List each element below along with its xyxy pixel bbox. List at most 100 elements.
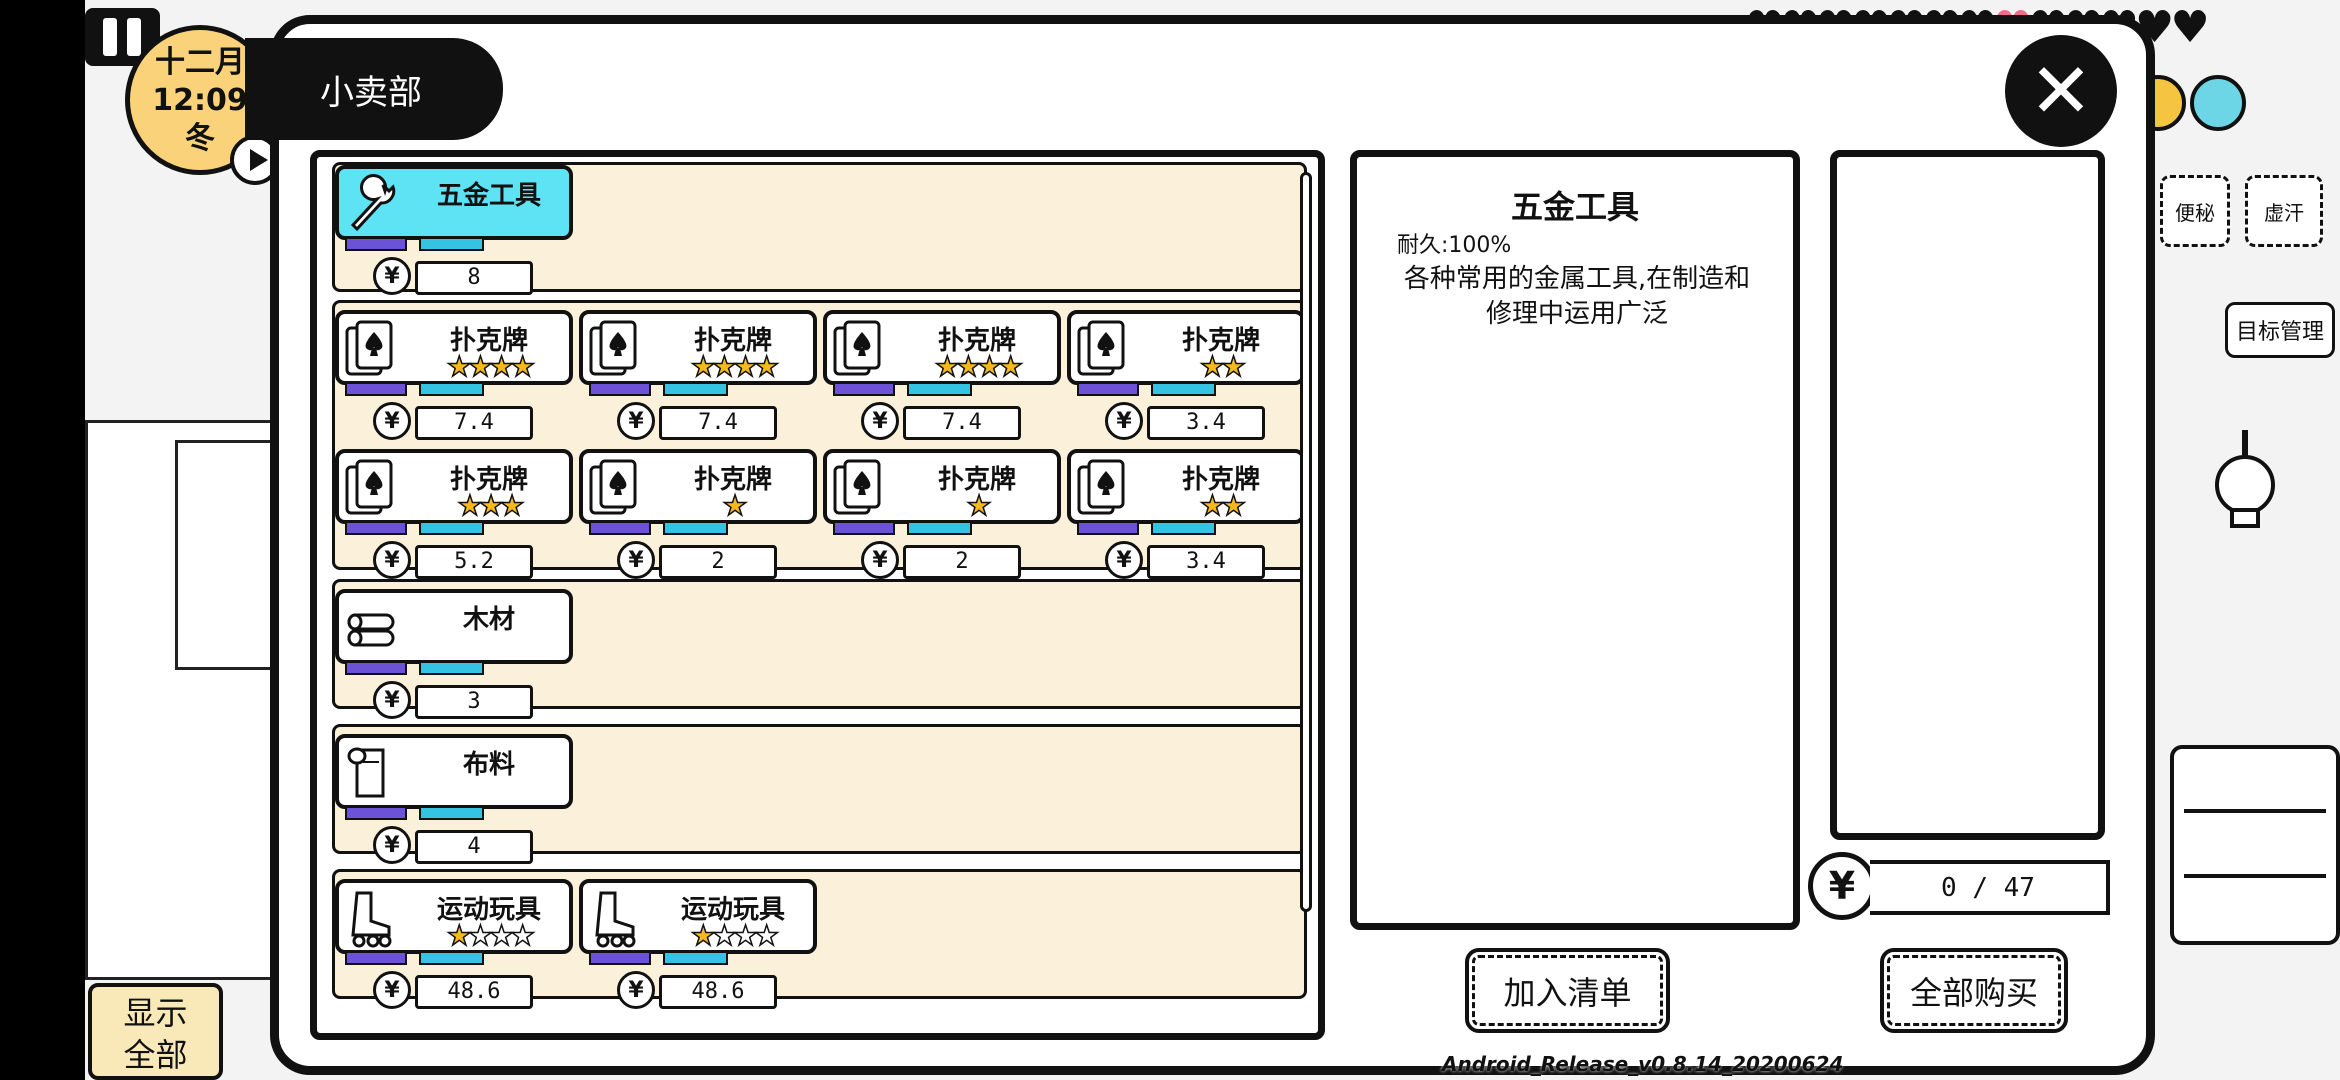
shopping-list-panel[interactable] [1830,150,2105,840]
item-price: 48.6 [659,975,777,1009]
item-card-box[interactable]: 扑克牌★★ [1067,310,1305,385]
yen-icon: ¥ [373,402,411,440]
item-price: 48.6 [415,975,533,1009]
item-bar-cyan [907,521,972,535]
item-card-box[interactable]: 运动玩具★★★★ [335,879,573,954]
item-card-box[interactable]: 扑克牌★★★★ [823,310,1061,385]
item-name: 布料 [462,750,515,780]
item-bar-purple [589,521,651,535]
detail-description: 各种常用的金属工具,在制造和修理中运用广泛 [1403,264,1751,329]
item-price: 2 [659,545,777,579]
item-card[interactable]: 扑克牌★¥2 [579,449,819,579]
item-bar-purple [589,951,651,965]
item-card-box[interactable]: 扑克牌★★★ [335,449,573,524]
yen-icon: ¥ [373,541,411,579]
item-bar-purple [589,382,651,396]
item-card[interactable]: 扑克牌★★★★¥7.4 [335,310,575,440]
playing-card-icon [831,318,887,380]
item-bar-cyan [419,951,484,965]
item-card-box[interactable]: 运动玩具★★★★ [579,879,817,954]
item-name: 木材 [462,605,515,635]
yen-icon: ¥ [373,826,411,864]
item-card-box[interactable]: 木材 [335,589,573,664]
tag-sweat[interactable]: 虚汗 [2245,175,2323,247]
item-card[interactable]: 运动玩具★★★★¥48.6 [579,879,819,1009]
item-quality-stars: ★★★★ [690,919,780,952]
item-name: 五金工具 [436,181,541,211]
item-bar-cyan [419,521,484,535]
playing-card-icon [1075,457,1131,519]
item-card-box[interactable]: 布料 [335,734,573,809]
item-bar-cyan [419,237,484,251]
item-card[interactable]: 扑克牌★★★¥5.2 [335,449,575,579]
item-quality-stars: ★ [722,489,749,522]
item-card[interactable]: 扑克牌★★★★¥7.4 [823,310,1063,440]
item-bar-cyan [419,661,484,675]
item-card-box[interactable]: 五金工具 [335,165,573,240]
target-management-button[interactable]: 目标管理 [2225,302,2335,358]
item-quality-stars: ★★★★ [446,350,536,383]
roller-skate-icon [343,887,399,949]
item-price: 7.4 [903,406,1021,440]
utensils-icon[interactable] [2190,75,2246,131]
item-name: 扑克牌 [1181,465,1260,495]
buy-all-button[interactable]: 全部购买 [1880,948,2068,1033]
playing-card-icon [587,318,643,380]
close-button[interactable]: ✕ [2005,35,2117,147]
item-bar-purple [833,382,895,396]
item-name: 扑克牌 [449,465,528,495]
item-card-box[interactable]: 扑克牌★ [579,449,817,524]
item-bar-cyan [663,951,728,965]
playing-card-icon [343,318,399,380]
item-card-box[interactable]: 扑克牌★ [823,449,1061,524]
item-bar-purple [833,521,895,535]
item-card[interactable]: 木材¥3 [335,589,575,719]
playing-card-icon [1075,318,1131,380]
item-price: 4 [415,830,533,864]
show-all-line1: 显示 [123,994,188,1032]
wrench-icon [343,173,399,235]
item-card[interactable]: 扑克牌★★¥3.4 [1067,449,1307,579]
playing-card-icon [343,457,399,519]
background-shelf [2170,745,2340,945]
item-card[interactable]: 扑克牌★¥2 [823,449,1063,579]
tag-constipation[interactable]: 便秘 [2160,175,2230,247]
item-card-box[interactable]: 扑克牌★★★★ [579,310,817,385]
item-card-box[interactable]: 扑克牌★★ [1067,449,1305,524]
item-card[interactable]: 布料 ¥4 [335,734,575,864]
item-price: 7.4 [659,406,777,440]
item-name: 扑克牌 [449,326,528,356]
item-bar-cyan [907,382,972,396]
item-name: 运动玩具 [436,895,541,925]
yen-icon: ¥ [861,541,899,579]
item-card[interactable]: 扑克牌★★¥3.4 [1067,310,1307,440]
item-bar-cyan [1151,521,1216,535]
show-all-line2: 全部 [123,1036,188,1074]
item-quality-stars: ★★★ [457,489,526,522]
pause-button[interactable] [85,8,160,66]
yen-icon: ¥ [373,971,411,1009]
money-total: 0 / 47 [1870,860,2110,915]
item-name: 扑克牌 [1181,326,1260,356]
item-quality-stars: ★★ [1199,489,1247,522]
item-card[interactable]: 扑克牌★★★★¥7.4 [579,310,819,440]
item-bar-purple [345,951,407,965]
item-bar-cyan [419,382,484,396]
yen-icon: ¥ [373,681,411,719]
add-to-list-button[interactable]: 加入清单 [1465,948,1670,1033]
yen-icon: ¥ [1105,402,1143,440]
wood-log-icon [343,597,399,659]
item-bar-purple [1077,382,1139,396]
item-card[interactable]: 五金工具¥8 [335,165,575,295]
item-name: 扑克牌 [693,465,772,495]
item-card-box[interactable]: 扑克牌★★★★ [335,310,573,385]
item-bar-cyan [663,382,728,396]
item-quality-stars: ★★★★ [934,350,1024,383]
clock-month: 十二月 [155,45,245,80]
item-bar-cyan [419,806,484,820]
item-card[interactable]: 运动玩具★★★★ ¥48.6 [335,879,575,1009]
list-scrollbar[interactable] [1300,172,1312,912]
item-name: 扑克牌 [693,326,772,356]
show-all-button[interactable]: 显示 全部 [88,983,223,1080]
